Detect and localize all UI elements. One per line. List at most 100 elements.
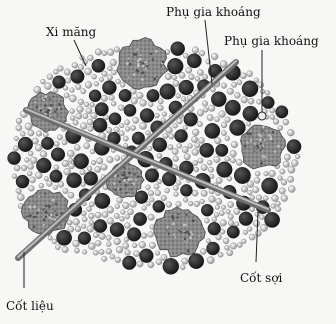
mineral-particle	[106, 235, 111, 240]
mineral-particle	[149, 242, 155, 248]
mineral-particle	[232, 82, 237, 87]
cement-particle	[243, 106, 258, 121]
mineral-particle	[156, 259, 162, 265]
mineral-particle	[220, 220, 227, 227]
mineral-particle	[106, 242, 111, 247]
mineral-particle	[234, 222, 239, 227]
mineral-particle	[257, 99, 262, 104]
mineral-particle	[95, 49, 102, 56]
cement-particle	[124, 104, 136, 116]
mineral-particle	[29, 186, 35, 192]
mineral-particle	[225, 245, 230, 250]
mineral-particle	[220, 61, 227, 68]
mineral-particle	[216, 178, 222, 184]
mineral-particle	[102, 71, 108, 77]
cement-particle	[102, 81, 116, 95]
mineral-particle	[48, 236, 53, 241]
mineral-particle	[168, 145, 173, 150]
aggregate-particle	[117, 38, 168, 90]
mineral-particle	[102, 256, 107, 261]
mineral-particle	[74, 248, 79, 253]
mineral-particle	[21, 165, 27, 171]
mineral-particle	[109, 95, 115, 101]
mineral-particle	[36, 131, 42, 137]
mineral-particle	[67, 150, 74, 157]
mineral-particle	[176, 94, 181, 99]
cement-particle	[276, 106, 288, 118]
mineral-particle	[130, 88, 136, 94]
mineral-particle	[107, 49, 114, 56]
mineral-particle	[146, 185, 151, 190]
mineral-particle	[225, 156, 230, 161]
mineral-particle	[73, 120, 78, 125]
mineral-particle	[35, 144, 42, 151]
mineral-particle	[107, 75, 113, 81]
mineral-particle	[207, 160, 212, 165]
mineral-particle	[212, 217, 217, 222]
cement-particle	[71, 70, 85, 84]
mineral-particle	[288, 176, 294, 182]
mineral-particle	[82, 217, 87, 222]
mineral-particle	[52, 239, 57, 244]
mineral-particle	[227, 176, 232, 181]
label-mineral-admixture-right: Phụ gia khoáng	[224, 35, 319, 47]
mineral-particle	[236, 159, 242, 165]
mineral-particle	[195, 76, 200, 81]
mineral-particle	[86, 206, 91, 211]
mineral-particle	[116, 79, 121, 84]
mineral-particle	[99, 77, 104, 82]
mineral-particle	[148, 262, 154, 268]
mineral-particle	[247, 181, 254, 188]
mineral-particle	[254, 177, 260, 183]
mineral-particle	[83, 114, 88, 119]
mineral-particle	[69, 95, 76, 102]
cement-particle	[180, 184, 192, 196]
mineral-particle	[258, 82, 264, 88]
mineral-particle	[161, 118, 166, 123]
cement-particle	[67, 173, 82, 188]
cement-particle	[160, 84, 176, 100]
mineral-particle	[91, 160, 96, 165]
mineral-particle	[250, 195, 255, 200]
mineral-particle	[87, 119, 93, 125]
mineral-particle	[158, 99, 163, 104]
mineral-particle	[154, 184, 159, 189]
mineral-particle	[75, 226, 81, 232]
mineral-particle	[117, 197, 123, 203]
mineral-particle	[272, 195, 279, 202]
mineral-particle	[208, 167, 213, 172]
cement-particle	[109, 113, 121, 125]
mineral-particle	[221, 122, 227, 128]
mineral-particle	[95, 240, 101, 246]
mineral-particle	[43, 132, 48, 137]
mineral-particle	[278, 125, 283, 130]
mineral-particle	[192, 47, 199, 54]
mineral-particle	[220, 229, 225, 234]
mineral-particle	[291, 160, 298, 167]
aggregate-particle	[154, 207, 206, 257]
mineral-particle	[208, 105, 215, 112]
mineral-particle	[14, 165, 20, 171]
mineral-particle	[188, 201, 193, 206]
mineral-particle	[62, 246, 68, 252]
mineral-particle	[16, 188, 21, 193]
mineral-particle	[139, 241, 146, 248]
mineral-particle	[148, 191, 153, 196]
mineral-particle	[97, 158, 103, 164]
mineral-particle	[273, 119, 279, 125]
mineral-particle	[28, 151, 33, 156]
mineral-particle	[119, 131, 124, 136]
cement-particle	[147, 89, 159, 101]
mineral-particle	[174, 192, 179, 197]
mineral-particle	[93, 232, 98, 237]
label-fiber: Cốt sợi	[240, 272, 282, 284]
mineral-particle	[110, 254, 115, 259]
mineral-particle	[197, 121, 202, 126]
mineral-particle	[194, 201, 200, 207]
mineral-particle	[177, 118, 183, 124]
mineral-particle	[137, 261, 143, 267]
mineral-particle	[200, 199, 205, 204]
mineral-particle	[28, 164, 34, 170]
mineral-particle	[72, 62, 78, 68]
